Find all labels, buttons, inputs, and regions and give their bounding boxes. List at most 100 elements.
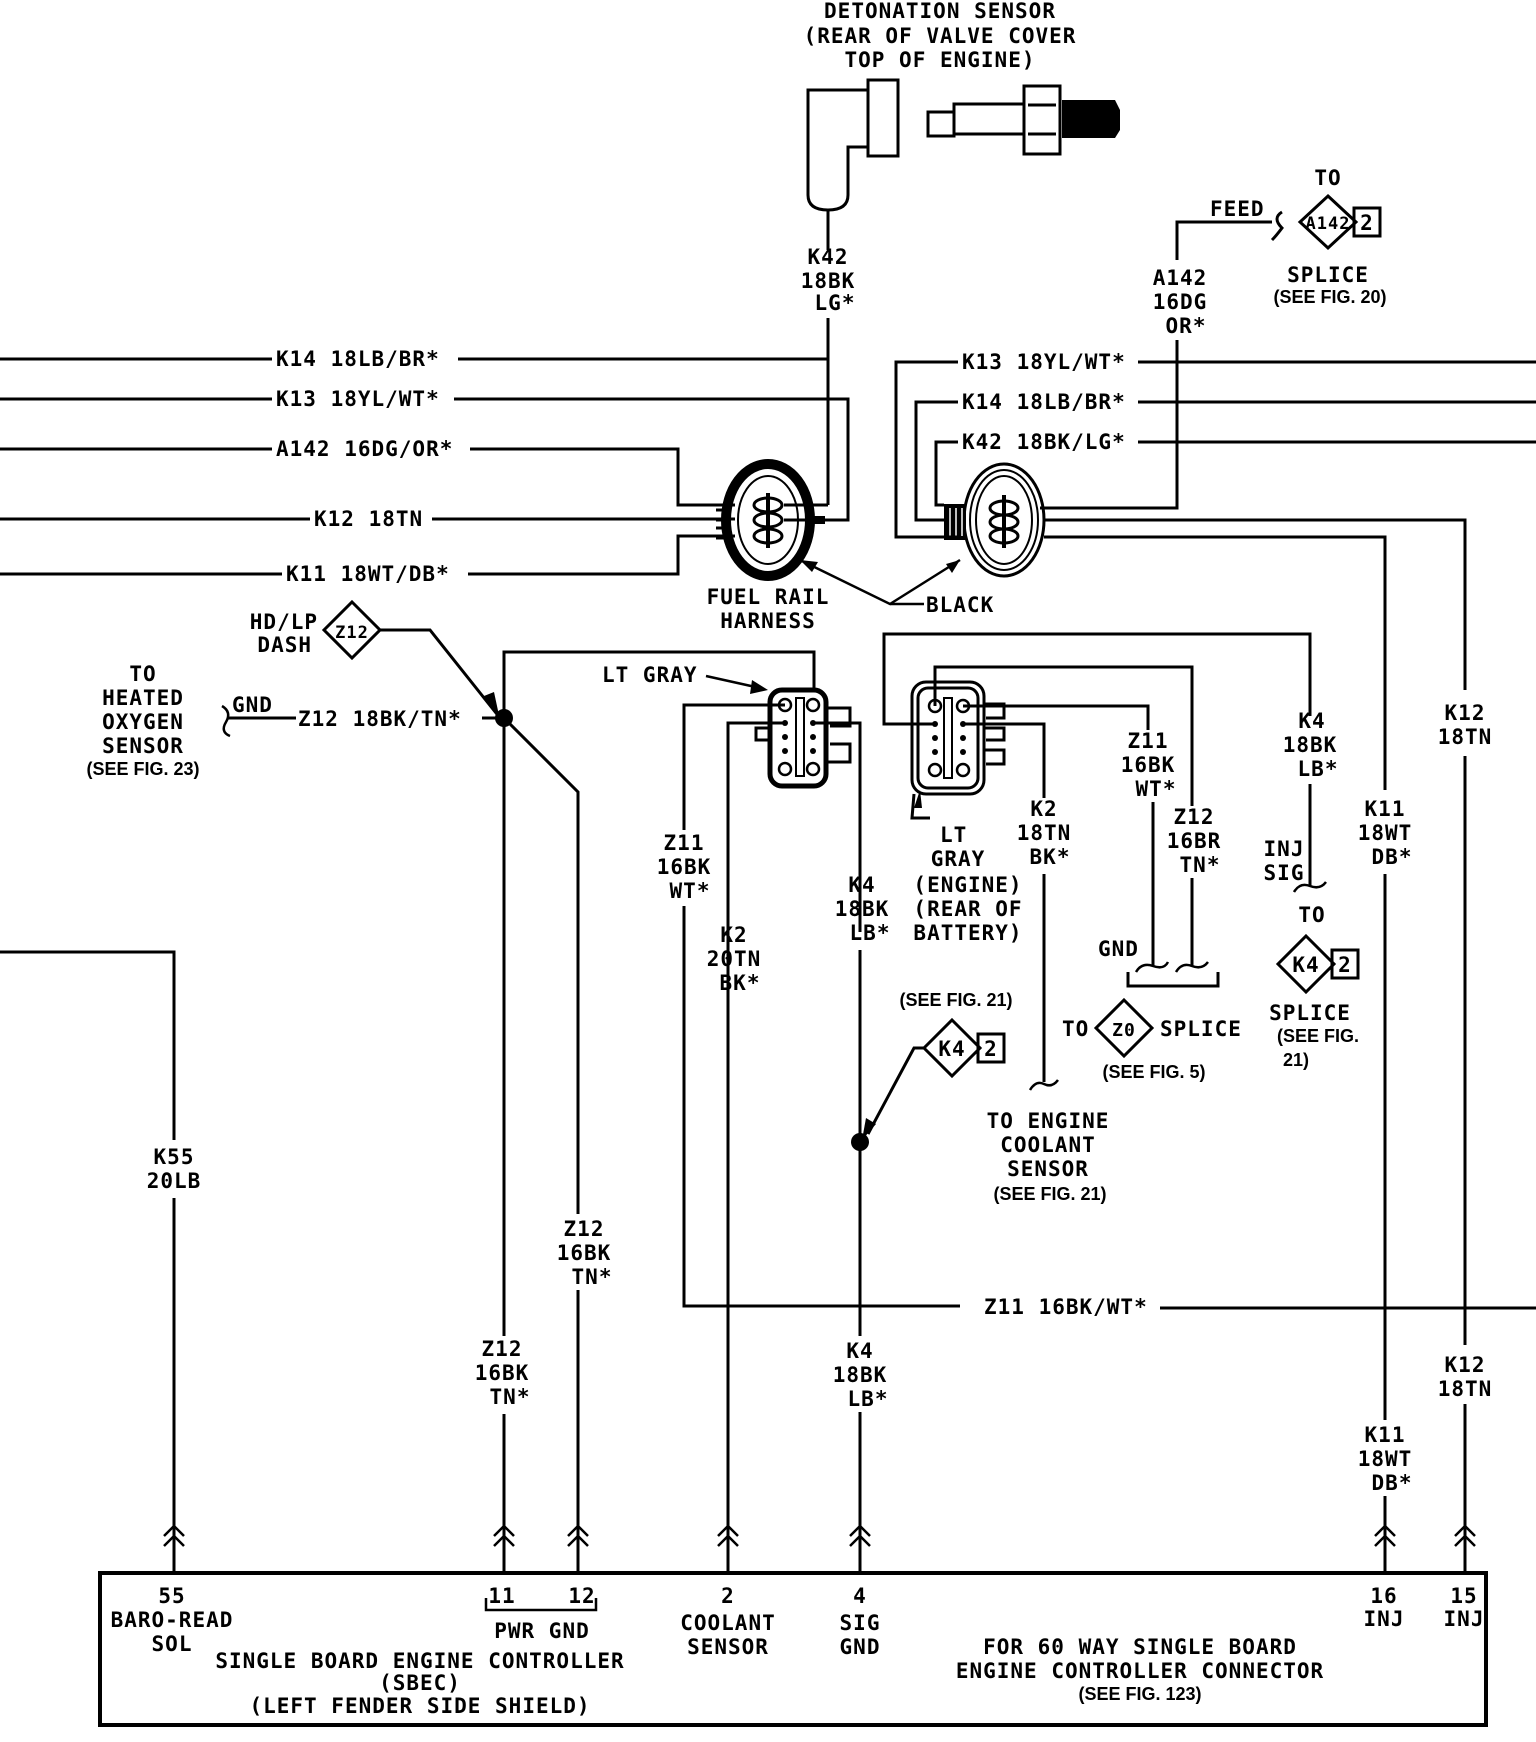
wire-k11-left: K11 18WT/DB* [0,534,735,586]
z0-splice-ref: GND TO Z0 SPLICE (SEE FIG. 5) [1062,937,1241,1082]
label-line: TO ENGINE [987,1109,1110,1133]
splice-ref: (SEE FIG. 21) [899,990,1012,1010]
wire-gauge-color: 18WT [1358,821,1413,845]
pin-number: 16 [1370,1584,1397,1608]
splice-to-label: TO [1062,1017,1089,1041]
wire-z12-right-loop [933,665,1194,806]
label-line: (SEE FIG. 23) [86,759,199,779]
wire-k2-20tn [726,721,785,1508]
sbec-controller: 55 BARO-READ SOL 11 12 PWR GND 2 COOLANT… [98,1571,1488,1727]
wire-z11-right-loop [963,704,1150,730]
connector-chevron-icon [567,1524,589,1547]
wire-code: Z11 [1128,729,1169,753]
wire-gauge-color: 16BK [1121,753,1176,777]
wire-stripe: DB* [1372,845,1413,869]
wire-stripe: WT* [670,879,711,903]
wire-break-icon [1270,210,1284,242]
inj-sig-label: INJ SIG [1264,837,1304,885]
wire-code: K12 [1445,1353,1486,1377]
title-line: TOP OF ENGINE) [844,48,1035,72]
wire-label-k11-right: K11 18WT DB* [1358,797,1413,869]
detonation-sensor-title: DETONATION SENSOR (REAR OF VALVE COVER T… [804,0,1077,72]
connector-chevron-icon [493,1524,515,1547]
name-line: SINGLE BOARD ENGINE CONTROLLER [215,1649,624,1673]
wire-gauge-color: 18BK [835,897,890,921]
splice-pin-box [976,1032,1006,1064]
label-line: OXYGEN [102,710,184,734]
splice-a142: TO FEED A142 2 SPLICE (SEE FIG. 20) [1175,166,1387,307]
splice-pin: 2 [1360,211,1374,235]
wire-stripe: BK* [720,971,761,995]
splice-to-label: TO [1298,903,1325,927]
splice-code: A142 [1306,214,1351,234]
k4-diamond-icon [1275,933,1337,995]
z0-diamond-icon [1093,997,1155,1059]
wire-gauge-color: 16BR [1167,829,1222,853]
label-line: HARNESS [720,609,816,633]
pin-number: 2 [721,1584,735,1608]
note-line: (SEE FIG. 123) [1078,1684,1201,1704]
wire-stripe: DB* [1372,1471,1413,1495]
wire-label-k12-right: K12 18TN [1438,701,1492,749]
wire-z11-left [682,703,785,830]
wire-z12-branch [502,716,580,1340]
controller-name: SINGLE BOARD ENGINE CONTROLLER (SBEC) (L… [215,1649,624,1718]
pin-desc: GND [840,1635,881,1659]
pin-desc: SOL [152,1632,193,1656]
wire-gauge-color: 20LB [147,1169,202,1193]
wire-label-k12-lower: K12 18TN [1438,1345,1492,1401]
wire-label-k2-18tn: K2 18TN BK* [1017,797,1071,869]
note-line: ENGINE CONTROLLER CONNECTOR [956,1659,1324,1683]
wire-label: K12 18TN [314,507,423,531]
k4-splice-right: TO K4 2 SPLICE (SEE FIG. 21) [1269,903,1360,1070]
wire-label-z12-lower-a: Z12 16BK TN* [472,1336,532,1412]
wire-label-a142-vertical: A142 16DG OR* [1153,266,1208,338]
pin-number: 4 [853,1584,867,1608]
wire-gauge-color: 18WT [1358,1447,1413,1471]
wire-code: K42 [808,245,849,269]
wire-stripe: TN* [490,1385,531,1409]
wire-gauge-color: 16DG [1153,290,1208,314]
splice-label: SPLICE [1269,1001,1351,1025]
wire-gauge-color: 18BK [1283,733,1338,757]
title-line: (REAR OF VALVE COVER [804,24,1077,48]
wire-k42-right: K42 18BK/LG* [934,430,1536,507]
hd-lp-dash-ref: HD/LP DASH Z12 [250,599,502,720]
splice-code: Z0 [1112,1020,1136,1041]
wire-k4-mid [813,721,862,932]
k4-splice-mid: (SEE FIG. 21) K4 2 [862,990,1013,1140]
wire-label-z12-lower-b: Z12 16BK TN* [556,1214,613,1290]
wire-code: K2 [1030,797,1057,821]
splice-code: K4 [1292,953,1319,977]
wire-label-k2-20tn: K2 20TN BK* [707,923,761,995]
wire-k12-left: K12 18TN [0,507,735,531]
z12-diamond-icon [321,599,383,661]
wire-stripe: LB* [1298,757,1339,781]
wire-stripe: OR* [1166,314,1207,338]
pin-desc: COOLANT [680,1611,776,1635]
wire-label: K42 18BK/LG* [962,430,1126,454]
wire-break-icon [221,704,231,738]
pin-desc: INJ [1364,1607,1405,1631]
wire-stripe: TN* [572,1265,613,1289]
wire-stripe: LG* [815,291,856,315]
pin-desc: PWR GND [494,1619,590,1643]
wire-label: K14 18LB/BR* [276,347,440,371]
wire-label: K11 18WT/DB* [286,562,450,586]
wire-a142-right [1040,340,1179,510]
wire-break-icon [1292,881,1327,893]
pin-desc: SIG [840,1611,881,1635]
wire-label: K13 18YL/WT* [962,350,1126,374]
wire-gauge-color: 18BK [801,269,856,293]
wire-a142-left: A142 16DG/OR* [0,437,735,507]
name-line: (LEFT FENDER SIDE SHIELD) [249,1694,590,1718]
wire-k13-left: K13 18YL/WT* [0,387,850,522]
engine-coolant-sensor-ref: TO ENGINE COOLANT SENSOR (SEE FIG. 21) [987,1109,1110,1204]
connector-chevron-icon [849,1524,871,1547]
wire-label: A142 16DG/OR* [276,437,453,461]
connector-chevron-icon [1454,1524,1476,1547]
gnd-label: GND [1098,937,1139,961]
label-line: SENSOR [1007,1157,1089,1181]
splice-ref: (SEE FIG. 20) [1273,287,1386,307]
pin-desc: BARO-READ [111,1608,234,1632]
